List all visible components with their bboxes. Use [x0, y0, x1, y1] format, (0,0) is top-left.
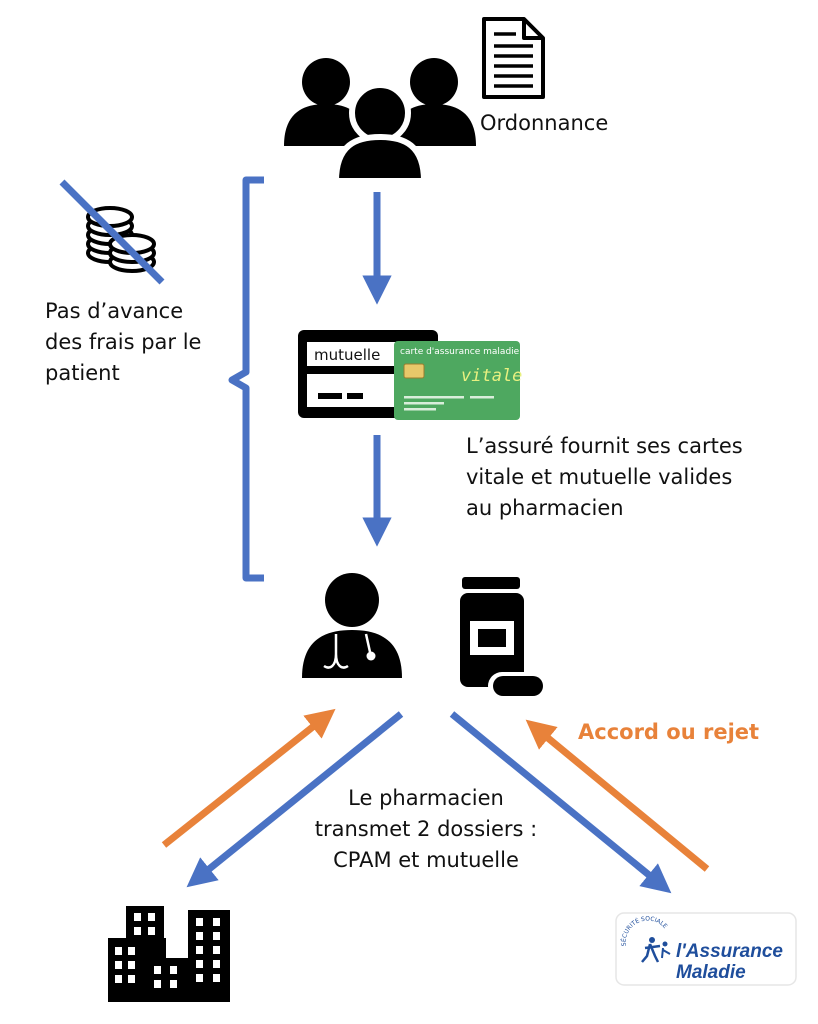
prescription-label: Ordonnance — [480, 111, 609, 135]
medicine-icon — [460, 577, 546, 700]
mutuelle-card-text: mutuelle — [314, 346, 380, 364]
response-label: Accord ou rejet — [578, 720, 760, 744]
document-icon — [482, 17, 545, 99]
logo-name-line2: Maladie — [676, 962, 746, 983]
assurance-maladie-logo: SÉCURITÉ SOCIALE l'Assurance Maladie — [615, 912, 797, 986]
vitale-card-icon: carte d'assurance maladie vitale — [394, 341, 522, 420]
pharmacist-icon — [302, 573, 402, 678]
cards-step-label: L’assuré fournit ses cartes vitale et mu… — [466, 434, 743, 520]
chip-icon — [403, 363, 425, 379]
people-icon — [284, 58, 476, 184]
logo-name-line1: l'Assurance — [676, 941, 783, 962]
transmit-label: Le pharmacien transmet 2 dossiers : CPAM… — [314, 786, 538, 872]
no-advance-label: Pas d’avance des frais par le patient — [45, 299, 202, 385]
arrow-pharmacist-to-building — [186, 711, 404, 888]
arrow-assurance-to-pharmacist — [525, 719, 710, 872]
crossed-coins-icon — [59, 179, 165, 285]
arrow-pharmacist-to-assurance — [449, 711, 672, 894]
arrow-building-to-pharmacist — [161, 708, 336, 848]
vitale-card-word: vitale — [461, 366, 522, 386]
bracket — [228, 176, 264, 582]
vitale-card-header: carte d'assurance maladie — [400, 347, 520, 357]
building-icon — [108, 906, 230, 1002]
logo-figures-icon — [641, 937, 671, 963]
